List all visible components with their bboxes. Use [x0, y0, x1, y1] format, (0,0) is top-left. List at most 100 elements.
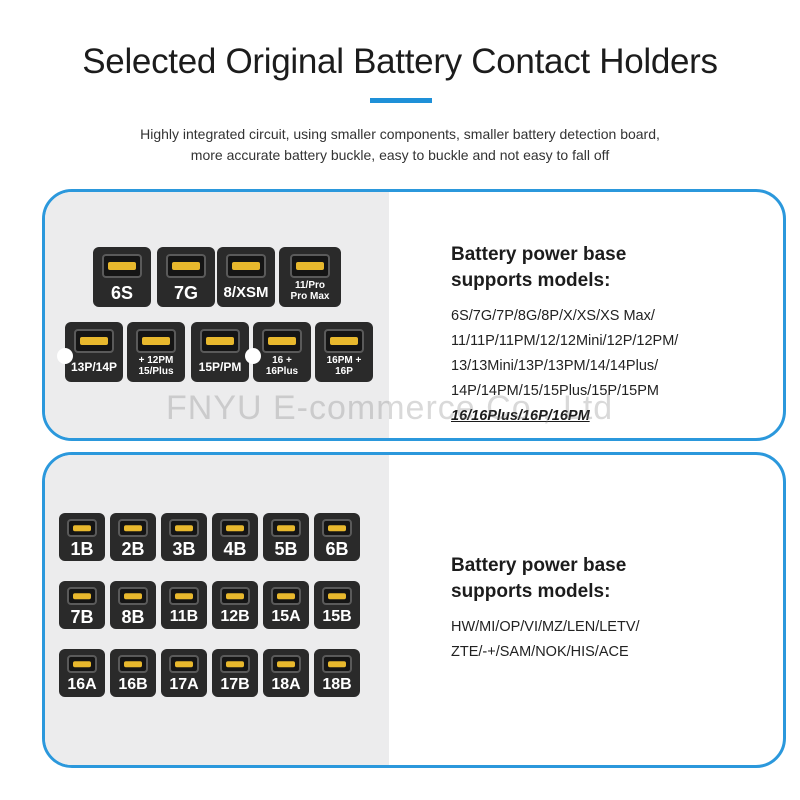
- holder-tile: 8/XSM: [217, 247, 275, 307]
- holder-tile: 8B: [110, 581, 156, 629]
- models-line-1: 6S/7G/7P/8G/8P/X/XS/XS Max/: [451, 308, 655, 324]
- holder-label: 12B: [220, 608, 250, 625]
- holder-label: 15P/PM: [198, 360, 242, 374]
- holder-label: 7G: [173, 283, 198, 303]
- connector-icon: [102, 254, 142, 278]
- holder-label: 16PM + 16P: [326, 355, 362, 377]
- iphone-holders-grid: 6S 7G 8/XSM 11/Pro Pro Max 13P/14P + 12P…: [45, 192, 389, 438]
- support-heading-line-2: supports models:: [451, 270, 611, 291]
- holder-tile: 7B: [59, 581, 105, 629]
- support-heading: Battery power base supports models:: [451, 553, 640, 605]
- subtitle-line-2: more accurate battery buckle, easy to bu…: [190, 147, 610, 163]
- connector-icon: [169, 519, 199, 537]
- holder-tile: 11/Pro Pro Max: [279, 247, 341, 307]
- models-line-2: 11/11P/11PM/12/12Mini/12P/12PM/: [451, 333, 679, 349]
- holder-label: 17A: [169, 676, 199, 693]
- holder-tile: 17A: [161, 649, 207, 697]
- holder-label: 18B: [322, 676, 352, 693]
- connector-icon: [118, 519, 148, 537]
- connector-icon: [136, 329, 176, 353]
- connector-icon: [118, 587, 148, 605]
- holder-label: 5B: [274, 539, 298, 559]
- connector-icon: [67, 655, 97, 673]
- holder-label: 2B: [121, 539, 145, 559]
- support-heading-line-1: Battery power base: [451, 555, 627, 576]
- holder-label: 7B: [70, 607, 94, 627]
- connector-icon: [322, 587, 352, 605]
- connector-icon: [118, 655, 148, 673]
- connector-icon: [67, 519, 97, 537]
- iphone-support-info: Battery power base supports models: 6S/7…: [451, 242, 678, 429]
- holder-label: 3B: [172, 539, 196, 559]
- page-title: Selected Original Battery Contact Holder…: [82, 42, 718, 81]
- holder-label: + 12PM 15/Plus: [138, 355, 174, 377]
- connector-icon: [169, 587, 199, 605]
- holder-label: 17B: [220, 676, 250, 693]
- android-support-info: Battery power base supports models: HW/M…: [451, 553, 640, 665]
- holder-label: 6S: [110, 283, 134, 303]
- holder-tile: 6B: [314, 513, 360, 561]
- holder-label: 15A: [271, 608, 301, 625]
- connector-icon: [324, 329, 364, 353]
- holder-tile: 2B: [110, 513, 156, 561]
- mount-hole: [245, 348, 261, 364]
- holder-label: 6B: [325, 539, 349, 559]
- holder-label: 13P/14P: [70, 360, 118, 374]
- holder-label: 16 + 16Plus: [265, 355, 299, 377]
- holder-label: 15B: [322, 608, 352, 625]
- connector-icon: [226, 254, 266, 278]
- connector-icon: [166, 254, 206, 278]
- android-holders-panel: 1B 2B 3B 4B 5B 6B 7B 8B 11B 12B 15A 15B 16A 16B 17A 17B…: [42, 452, 786, 768]
- holder-label: 8/XSM: [223, 284, 269, 301]
- support-heading: Battery power base supports models:: [451, 242, 678, 294]
- holder-label: 11B: [169, 608, 199, 625]
- subtitle-line-1: Highly integrated circuit, using smaller…: [140, 126, 660, 142]
- subtitle: Highly integrated circuit, using smaller…: [0, 124, 800, 166]
- holder-tile: 3B: [161, 513, 207, 561]
- connector-icon: [322, 519, 352, 537]
- holder-tile: 15P/PM: [191, 322, 249, 382]
- holder-tile: 16PM + 16P: [315, 322, 373, 382]
- holder-tile: 18A: [263, 649, 309, 697]
- supported-models-list: HW/MI/OP/VI/MZ/LEN/LETV/ ZTE/-+/SAM/NOK/…: [451, 615, 640, 665]
- holder-label: 4B: [223, 539, 247, 559]
- connector-icon: [169, 655, 199, 673]
- mount-hole: [57, 348, 73, 364]
- support-heading-line-2: supports models:: [451, 581, 611, 602]
- holder-label: 11/Pro Pro Max: [290, 280, 330, 302]
- connector-icon: [74, 329, 114, 353]
- holder-label: 16B: [118, 676, 148, 693]
- connector-icon: [271, 655, 301, 673]
- connector-icon: [220, 587, 250, 605]
- holder-label: 18A: [271, 676, 301, 693]
- connector-icon: [271, 587, 301, 605]
- connector-icon: [200, 329, 240, 353]
- holder-tile: 18B: [314, 649, 360, 697]
- holder-tile: 16 + 16Plus: [245, 322, 311, 382]
- connector-icon: [262, 329, 302, 353]
- holder-tile: + 12PM 15/Plus: [127, 322, 185, 382]
- models-line-4: 14P/14PM/15/15Plus/15P/15PM: [451, 383, 659, 399]
- connector-icon: [220, 655, 250, 673]
- connector-icon: [290, 254, 330, 278]
- holder-tile: 1B: [59, 513, 105, 561]
- models-line-3: 13/13Mini/13P/13PM/14/14Plus/: [451, 358, 659, 374]
- connector-icon: [67, 587, 97, 605]
- holder-tile: 15B: [314, 581, 360, 629]
- connector-icon: [271, 519, 301, 537]
- models-highlight: 16/16Plus/16P/16PM: [451, 408, 590, 424]
- holder-tile: 12B: [212, 581, 258, 629]
- models-line-2: ZTE/-+/SAM/NOK/HIS/ACE: [451, 644, 629, 660]
- holder-tile: 17B: [212, 649, 258, 697]
- holder-tile: 7G: [157, 247, 215, 307]
- supported-models-list: 6S/7G/7P/8G/8P/X/XS/XS Max/ 11/11P/11PM/…: [451, 304, 678, 429]
- holder-tile: 16A: [59, 649, 105, 697]
- connector-icon: [322, 655, 352, 673]
- connector-icon: [220, 519, 250, 537]
- holder-tile: 15A: [263, 581, 309, 629]
- holder-tile: 5B: [263, 513, 309, 561]
- holder-tile: 16B: [110, 649, 156, 697]
- iphone-holders-panel: 6S 7G 8/XSM 11/Pro Pro Max 13P/14P + 12P…: [42, 189, 786, 441]
- title-underline: [370, 98, 432, 103]
- holder-label: 1B: [70, 539, 94, 559]
